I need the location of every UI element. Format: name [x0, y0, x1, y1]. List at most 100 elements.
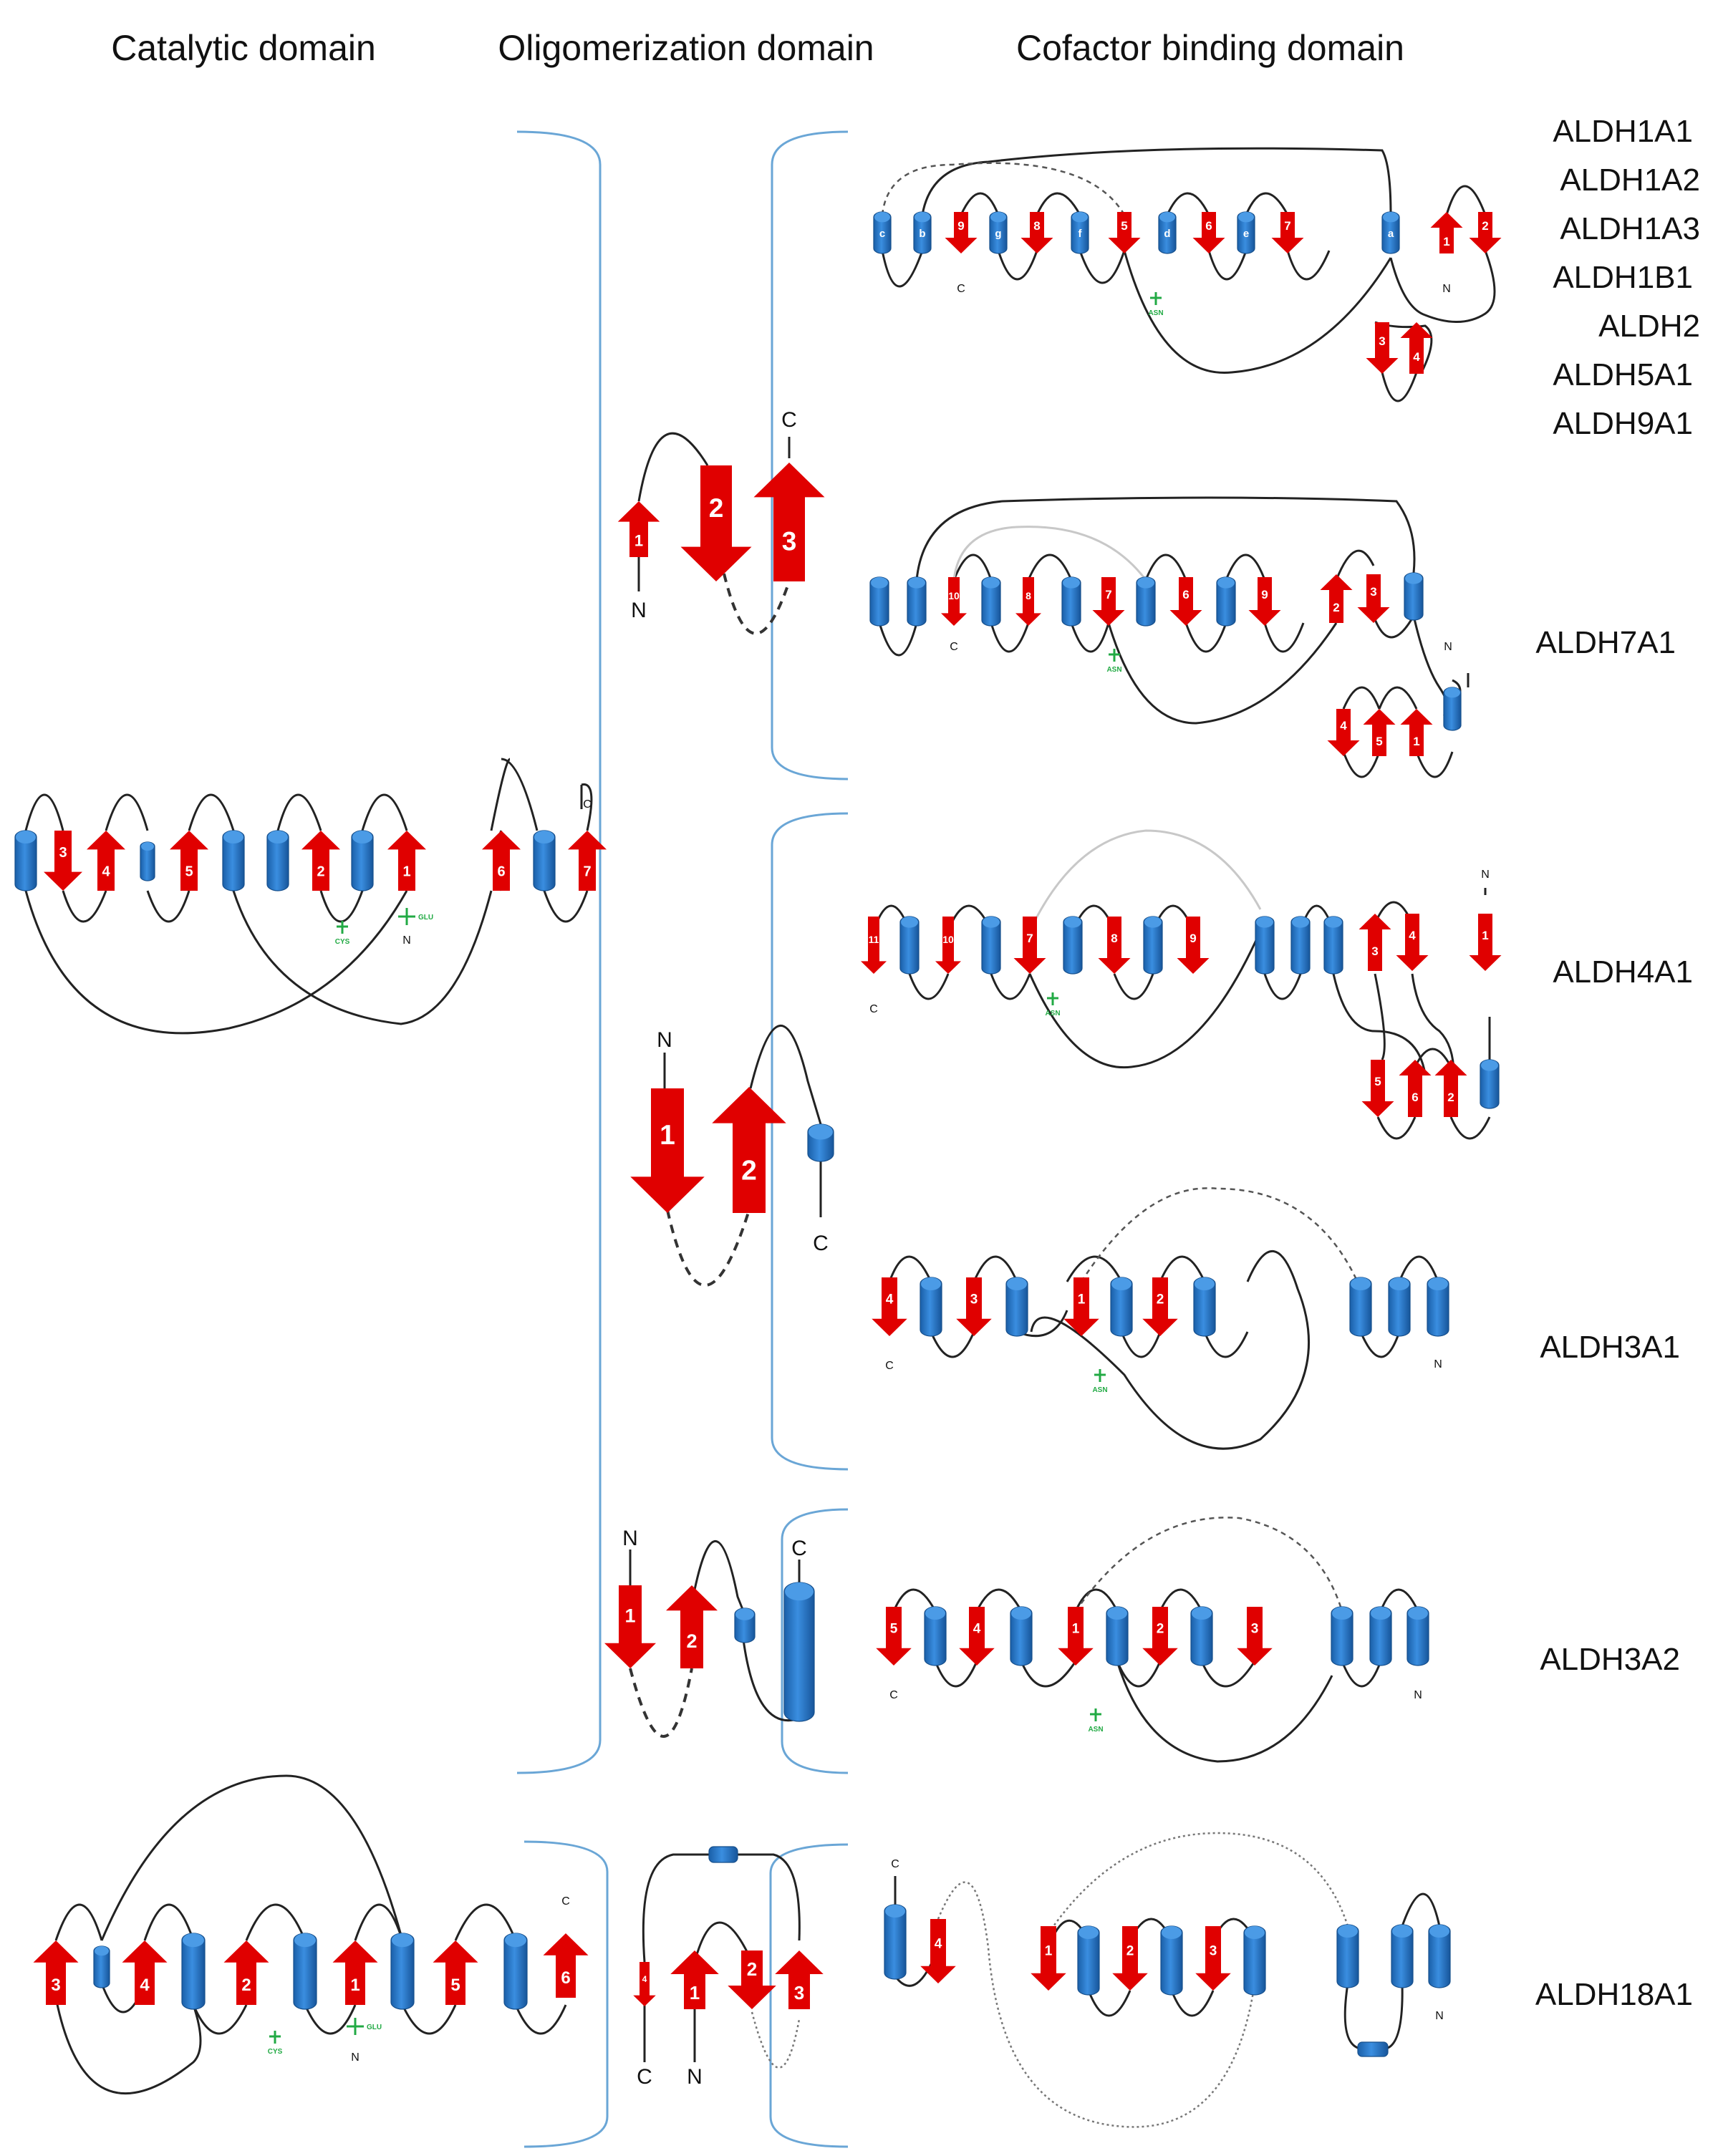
cofactor-topology-aldh3a1 — [888, 1187, 1439, 1450]
family-label: ALDH1A1 — [1553, 114, 1693, 149]
strand-label: 4 — [973, 1622, 981, 1637]
strand-label: 5 — [1121, 219, 1127, 233]
strand-label: 1 — [1413, 735, 1419, 748]
helix-cap — [1481, 1060, 1498, 1071]
helix-cap — [1107, 1607, 1127, 1620]
beta-strand-arrow — [670, 1950, 719, 2009]
residue-label: ASN — [1088, 1726, 1103, 1734]
helix-cap — [141, 842, 154, 851]
strand-label: 8 — [1033, 219, 1040, 233]
beta-strand-arrow — [935, 917, 961, 974]
helix-cap — [1256, 917, 1273, 928]
beta-strand-arrow — [1092, 577, 1125, 626]
beta-strand-arrow — [482, 831, 521, 891]
helix-cap — [1063, 577, 1080, 589]
helix-cap — [1429, 1925, 1449, 1938]
strand-label: 4 — [1409, 929, 1416, 942]
helix-cap — [908, 577, 925, 589]
beta-strand-arrow — [1361, 1060, 1394, 1117]
strand-label: 6 — [561, 1968, 570, 1988]
strand-label: 6 — [1182, 588, 1189, 601]
strand-label: 9 — [957, 219, 964, 233]
beta-strand-arrow — [876, 1607, 912, 1666]
catalytic-bracket-18 — [523, 1840, 609, 2148]
alpha-helix-cylinder — [293, 1933, 317, 2010]
helix-cap — [183, 1933, 204, 1948]
residue-label: ASN — [1148, 309, 1163, 317]
strand-label: 1 — [660, 1120, 675, 1151]
family-label-aldh7a1: ALDH7A1 — [1535, 625, 1676, 660]
strand-label: 5 — [185, 864, 193, 880]
strand-label: 1 — [624, 1605, 635, 1627]
strand-label: 9 — [1261, 588, 1268, 601]
beta-strand-arrow — [332, 1940, 378, 2005]
beta-strand-arrow — [1169, 577, 1202, 626]
helix-cap — [809, 1124, 833, 1140]
helix-label: e — [1243, 228, 1249, 240]
helix-cap — [223, 831, 243, 843]
strand-label: 4 — [886, 1292, 894, 1307]
helix-cap — [1428, 1277, 1448, 1290]
beta-strand-arrow — [301, 831, 340, 891]
alpha-helix-cylinder — [503, 1933, 528, 2010]
catalytic-domain-main — [24, 758, 593, 1035]
beta-strand-arrow — [87, 831, 125, 891]
beta-strand-arrow — [170, 831, 208, 891]
oligomerization-topology-aldh18a1 — [642, 1853, 801, 2069]
alpha-helix-cylinder — [873, 211, 892, 254]
cofactor-topology-aldh3a2 — [892, 1517, 1419, 1763]
strand-label: 2 — [686, 1630, 697, 1652]
beta-strand-arrow — [1366, 322, 1399, 374]
alpha-helix-cylinder — [1071, 211, 1089, 254]
catalytic-domain-header: Catalytic domain — [111, 28, 376, 68]
strand-label: 5 — [450, 1976, 460, 1995]
strand-label: 2 — [317, 864, 324, 880]
beta-strand-arrow — [617, 501, 660, 557]
helix-cap — [1217, 577, 1235, 589]
helix-cap — [1111, 1277, 1131, 1290]
helix-cap — [16, 831, 36, 843]
n-terminus: N — [402, 934, 411, 947]
alpha-helix-cylinder — [1237, 211, 1255, 254]
beta-strand-arrow — [1363, 709, 1396, 756]
helix-cap — [925, 1607, 945, 1620]
alpha-helix-cylinder — [981, 916, 1001, 975]
beta-strand-arrow — [1400, 322, 1433, 374]
strand-label: 2 — [1333, 601, 1339, 614]
helix-cap — [1238, 212, 1254, 223]
helix-cap — [735, 1608, 754, 1620]
strand-label: 2 — [1157, 1622, 1164, 1637]
helix-cap — [1292, 917, 1309, 928]
beta-strand-arrow — [223, 1940, 269, 2005]
beta-strand-arrow — [33, 1940, 79, 2005]
alpha-helix-cylinder — [708, 1846, 738, 1863]
n-terminus: N — [351, 2051, 360, 2064]
alpha-helix-cylinder — [1357, 2041, 1389, 2057]
beta-strand-arrow — [775, 1950, 824, 2009]
helix-cap — [1408, 1607, 1428, 1620]
c-terminus: C — [781, 408, 797, 432]
beta-strand-arrow — [1237, 1607, 1273, 1666]
strand-label: 3 — [970, 1292, 978, 1307]
beta-strand-arrow — [1357, 574, 1390, 623]
c-terminus: C — [950, 641, 958, 653]
alpha-helix-cylinder — [1323, 916, 1343, 975]
beta-strand-arrow — [1058, 1607, 1094, 1666]
helix-label: a — [1388, 228, 1394, 240]
helix-label: d — [1164, 228, 1170, 240]
helix-label: g — [995, 228, 1001, 240]
beta-strand-arrow — [920, 1919, 956, 1983]
family-label: ALDH1A2 — [1560, 163, 1700, 198]
alpha-helix-cylinder — [1143, 916, 1163, 975]
residue-label: GLU — [418, 914, 433, 922]
helix-cap — [990, 212, 1006, 223]
helix-cap — [1159, 212, 1175, 223]
beta-strand-arrow — [1015, 577, 1041, 626]
strand-label: 7 — [1105, 588, 1111, 601]
c-terminus: C — [561, 1895, 570, 1908]
helix-cap — [1007, 1277, 1027, 1290]
helix-cap — [1137, 577, 1154, 589]
beta-strand-arrow — [1142, 1607, 1178, 1666]
n-terminus: N — [631, 599, 647, 622]
